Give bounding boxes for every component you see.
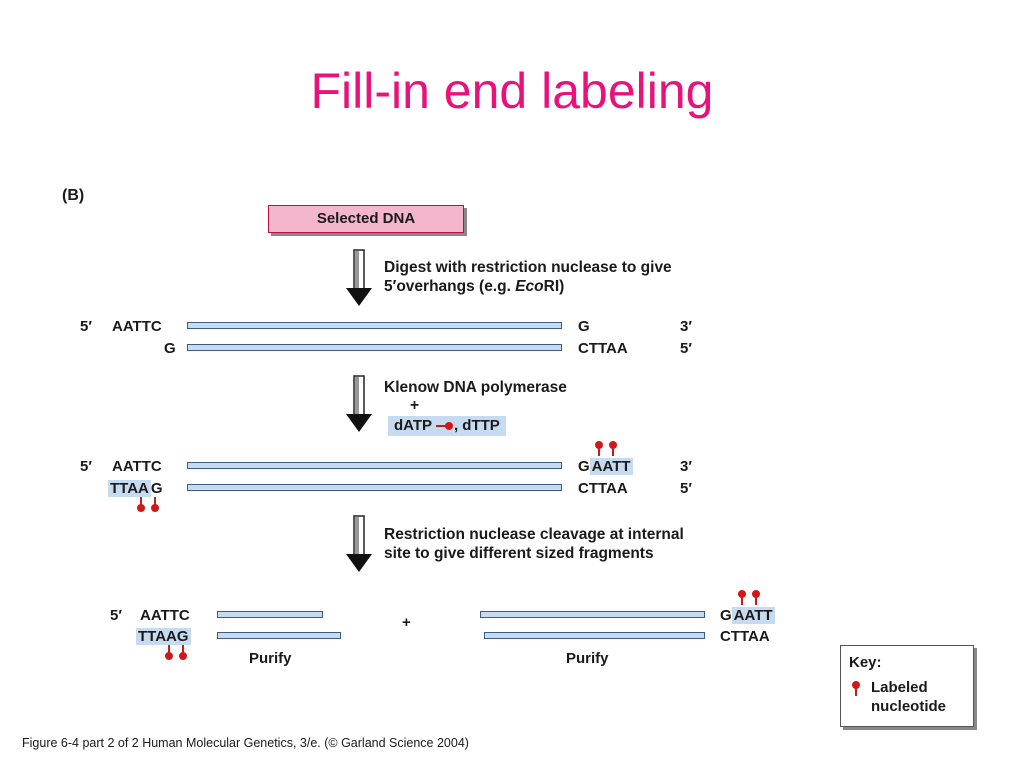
- row2-end5: 5′: [80, 458, 92, 475]
- row3-left-strand-bottom: [217, 632, 341, 639]
- label-pin-icon: [137, 497, 145, 512]
- label-pin-icon: [738, 590, 746, 605]
- down-arrow-icon: [346, 515, 372, 572]
- row2-top-3: 3′: [680, 458, 692, 475]
- row1-right-top: G: [578, 318, 590, 335]
- panel-label: (B): [62, 187, 85, 204]
- row1-bottom-5: 5′: [680, 340, 692, 357]
- label-pin-icon: [752, 590, 760, 605]
- row3-left-bottom: TTAAG: [136, 628, 191, 645]
- down-arrow-icon: [346, 249, 372, 306]
- down-arrow-icon: [346, 375, 372, 432]
- row3-left-strand-top: [217, 611, 323, 618]
- row3-left-top: AATTC: [140, 607, 190, 624]
- key-description: Labeled nucleotide: [871, 678, 946, 716]
- label-pin-icon: [609, 441, 617, 456]
- label-pin-icon: [435, 422, 453, 431]
- row3-right-bottom: CTTAA: [720, 628, 770, 645]
- step-digest-line1: Digest with restriction nuclease to give: [384, 259, 672, 276]
- label-pin-icon: [165, 645, 173, 660]
- key-title: Key:: [849, 654, 882, 671]
- key-box: Key: Labeled nucleotide: [840, 645, 974, 727]
- row3-plus: +: [402, 614, 411, 631]
- row1-strand-bottom: [187, 344, 562, 351]
- row2-strand-bottom: [187, 484, 562, 491]
- label-pin-icon: [179, 645, 187, 660]
- row1-end5: 5′: [80, 318, 92, 335]
- row2-strand-top: [187, 462, 562, 469]
- step-klenow: Klenow DNA polymerase: [384, 379, 567, 396]
- row2-right-bottom: CTTAA: [578, 480, 628, 497]
- step-cleave: Restriction nuclease cleavage at interna…: [384, 525, 684, 563]
- key-line2: nucleotide: [871, 698, 947, 715]
- row1-right-bottom: CTTAA: [578, 340, 628, 357]
- step-cleave-line1: Restriction nuclease cleavage at interna…: [384, 526, 684, 543]
- label-pin-icon: [595, 441, 603, 456]
- row2-left-top: AATTC: [112, 458, 162, 475]
- purify-left: Purify: [249, 650, 292, 667]
- step-digest-line2: 5′overhangs (e.g. EcoRI): [384, 278, 565, 295]
- page-title: Fill-in end labeling: [310, 63, 714, 119]
- row1-left-top: AATTC: [112, 318, 162, 335]
- row1-strand-top: [187, 322, 562, 329]
- label-pin-icon: [151, 497, 159, 512]
- row1-top-3: 3′: [680, 318, 692, 335]
- datp-label: dATP: [394, 417, 432, 434]
- selected-dna-box: Selected DNA: [268, 205, 464, 233]
- key-line1: Labeled: [871, 679, 928, 696]
- nucleotide-reagents: dATP , dTTP: [388, 416, 506, 436]
- step-digest: Digest with restriction nuclease to give…: [384, 258, 672, 296]
- label-pin-icon: [852, 681, 860, 696]
- step-plus: +: [410, 397, 420, 414]
- row2-bottom-5: 5′: [680, 480, 692, 497]
- row3-right-strand-bottom: [484, 632, 705, 639]
- purify-right: Purify: [566, 650, 609, 667]
- row1-left-bottom: G: [164, 340, 176, 357]
- ecori-italic: Eco: [515, 278, 544, 295]
- row3-right-strand-top: [480, 611, 705, 618]
- step-cleave-line2: site to give different sized fragments: [384, 545, 654, 562]
- dttp-label: , dTTP: [453, 417, 500, 434]
- figure-caption: Figure 6-4 part 2 of 2 Human Molecular G…: [22, 736, 469, 750]
- row3-end5: 5′: [110, 607, 122, 624]
